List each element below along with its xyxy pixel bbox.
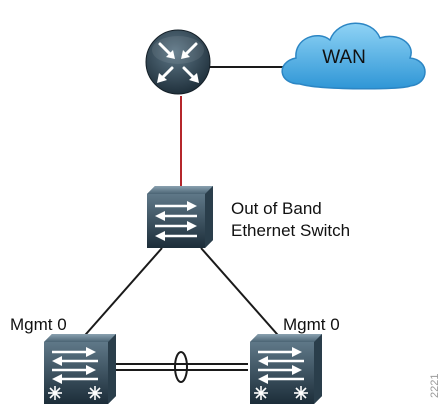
switch-icon [250,334,322,404]
link-oob-to-left-switch [78,247,163,343]
port-channel-ellipse [174,351,188,383]
figure-number: 2221 [429,374,441,398]
wan-label: WAN [322,47,366,68]
oob-switch-label-line2: Ethernet Switch [231,221,350,240]
mgmt-label-left: Mgmt 0 [10,315,67,334]
router-icon [145,29,211,95]
port-channel-link [114,351,248,383]
mgmt-label-right: Mgmt 0 [283,315,340,334]
switch-icon [147,186,213,248]
link-oob-to-right-switch [200,247,285,343]
oob-switch-label-line1: Out of Band [231,199,322,218]
switch-icon [44,334,116,404]
cloud-icon: WAN [281,22,426,90]
